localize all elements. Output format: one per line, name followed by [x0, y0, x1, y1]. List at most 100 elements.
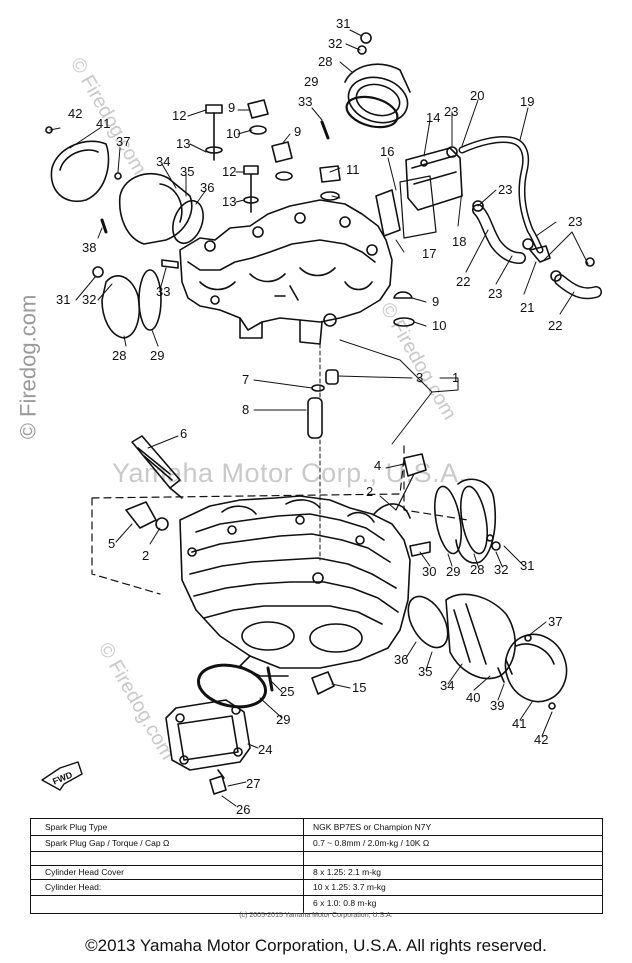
callout: 22	[548, 318, 562, 333]
callout: 42	[534, 732, 548, 747]
callout: 17	[422, 246, 436, 261]
breather-housing	[375, 147, 463, 239]
callout: 7	[242, 372, 249, 387]
bolt-25-part-15	[266, 666, 335, 695]
callout: 35	[418, 664, 432, 679]
spec-value: 0.7 ~ 0.8mm / 2.0m-kg / 10K Ω	[313, 838, 430, 848]
callout: 28	[470, 562, 484, 577]
spec-label: Spark Plug Type	[45, 822, 108, 832]
callout: 28	[318, 54, 332, 69]
spec-label: Spark Plug Gap / Torque / Cap Ω	[45, 838, 170, 848]
callout: 33	[156, 284, 170, 299]
callout: 14	[426, 110, 440, 125]
leader-lines	[49, 29, 589, 807]
callout: 32	[328, 36, 342, 51]
callout: 2	[142, 548, 149, 563]
callout: 15	[352, 680, 366, 695]
callout: 26	[236, 802, 250, 817]
callout: 21	[520, 300, 534, 315]
small-copyright: (c) 2005-2015 Yamaha Motor Corporation, …	[239, 912, 393, 919]
callout: 36	[394, 652, 408, 667]
spec-row: Cylinder Head Cover 8 x 1.25: 2.1 m-kg	[31, 865, 602, 880]
callout: 33	[298, 94, 312, 109]
callout: 38	[82, 240, 96, 255]
spec-value: 6 x 1.0: 0.8 m-kg	[313, 898, 377, 908]
callout: 31	[336, 16, 350, 31]
valve-guide	[307, 343, 339, 439]
callout: 29	[276, 712, 290, 727]
callout: 37	[548, 614, 562, 629]
callout: 29	[150, 348, 164, 363]
intake-joint-right-lower	[407, 593, 568, 710]
callout: 24	[258, 742, 272, 757]
intake-joint-left	[45, 126, 204, 245]
callout: 13	[176, 136, 190, 151]
intake-joint-top	[320, 32, 411, 140]
callout: 25	[280, 684, 294, 699]
spark-plug	[125, 435, 183, 531]
callout: 32	[494, 562, 508, 577]
spec-value: 8 x 1.25: 2.1 m-kg	[313, 867, 382, 877]
callout: 13	[222, 194, 236, 209]
spec-table: Spark Plug Type NGK BP7ES or Champion N7…	[30, 818, 603, 914]
callout: 19	[520, 94, 534, 109]
fwd-arrow-icon	[41, 761, 83, 791]
spec-value: NGK BP7ES or Champion N7Y	[313, 822, 432, 832]
callout: 40	[466, 690, 480, 705]
cylinder-head	[179, 439, 411, 677]
callout: 31	[56, 292, 70, 307]
callout: 2	[366, 484, 373, 499]
callout: 41	[512, 716, 526, 731]
callout: 5	[108, 536, 115, 551]
spec-row: Cylinder Head: 10 x 1.25: 3.7 m-kg	[31, 879, 602, 896]
callout: 23	[498, 182, 512, 197]
callout: 23	[568, 214, 582, 229]
callout: 41	[96, 116, 110, 131]
copyright-notice: ©2013 Yamaha Motor Corporation, U.S.A. A…	[85, 936, 547, 955]
spec-label: Cylinder Head:	[45, 882, 102, 892]
assembly-outline	[91, 445, 469, 595]
callout: 30	[422, 564, 436, 579]
callout: 23	[444, 104, 458, 119]
callout: 35	[180, 164, 194, 179]
o-ring-29	[196, 663, 268, 709]
callout: 23	[488, 286, 502, 301]
callout: 10	[226, 126, 240, 141]
camshaft-cap-assembly	[179, 199, 393, 345]
callout: 34	[156, 154, 170, 169]
callout: 39	[490, 698, 504, 713]
spec-row	[31, 851, 602, 866]
decompression-bolt	[395, 453, 427, 511]
callout: 31	[520, 558, 534, 573]
callout: 29	[446, 564, 460, 579]
callout: 9	[294, 124, 301, 139]
callout: 22	[456, 274, 470, 289]
callout: 20	[470, 88, 484, 103]
callout: 42	[68, 106, 82, 121]
callout: 12	[172, 108, 186, 123]
callout: 34	[440, 678, 454, 693]
callout: 28	[112, 348, 126, 363]
callout: 11	[346, 162, 360, 177]
callout: 10	[432, 318, 446, 333]
spec-value: 10 x 1.25: 3.7 m-kg	[313, 882, 386, 892]
spec-label: Cylinder Head Cover	[45, 867, 124, 877]
callout: 8	[242, 402, 249, 417]
intake-joint-left-lower	[92, 259, 179, 339]
callout: 32	[82, 292, 96, 307]
spec-row: Spark Plug Type NGK BP7ES or Champion N7…	[31, 819, 602, 836]
callout: 18	[452, 234, 466, 249]
callout: 16	[380, 144, 394, 159]
callout: 1	[452, 370, 459, 385]
callout-numbers: 31 32 28 29 33 20 19 42 41 37 12 9 10 13…	[51, 16, 582, 817]
callout: 4	[374, 458, 381, 473]
tappet-cover	[165, 699, 251, 795]
callout: 9	[432, 294, 439, 309]
callout: 6	[180, 426, 187, 441]
callout: 29	[304, 74, 318, 89]
spec-divider	[303, 819, 304, 913]
callout: 37	[116, 134, 130, 149]
callout: 9	[228, 100, 235, 115]
spec-row: Spark Plug Gap / Torque / Cap Ω 0.7 ~ 0.…	[31, 835, 602, 852]
